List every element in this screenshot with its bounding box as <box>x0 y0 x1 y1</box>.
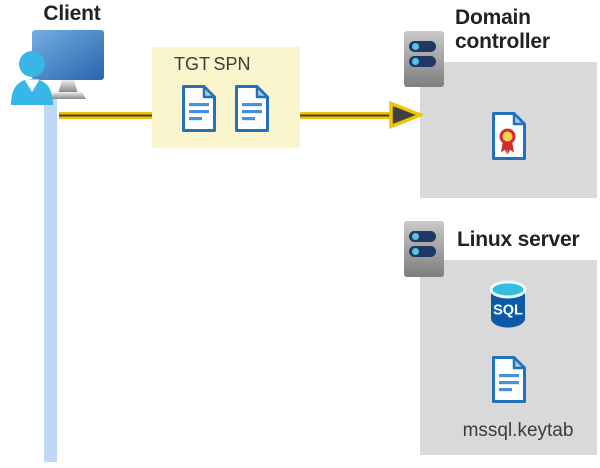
linux-server-icon <box>404 221 444 277</box>
monitor-screen <box>32 30 104 80</box>
certificate-icon <box>492 112 526 160</box>
linux-server-label: Linux server <box>457 228 580 251</box>
spn-label: SPN <box>213 54 251 74</box>
sql-label: SQL <box>493 303 523 319</box>
client-connection-line <box>44 96 57 462</box>
domain-controller-server-icon <box>404 31 444 87</box>
keytab-document-icon <box>492 356 526 403</box>
tgt-document-icon <box>182 85 216 132</box>
keytab-label: mssql.keytab <box>462 420 574 441</box>
spn-document-icon <box>235 85 269 132</box>
arrow-right-icon <box>389 101 423 129</box>
person-collar <box>24 79 40 92</box>
sql-database-icon: SQL <box>489 280 527 328</box>
monitor-stand-base <box>50 92 86 99</box>
domain-controller-label: Domain controller <box>455 6 550 53</box>
monitor-stand-neck <box>58 80 78 92</box>
client-label: Client <box>43 2 101 25</box>
person-head <box>19 51 45 77</box>
ticket-box <box>152 47 300 148</box>
user-at-monitor-icon <box>10 28 106 111</box>
tgt-label: TGT <box>174 54 210 74</box>
